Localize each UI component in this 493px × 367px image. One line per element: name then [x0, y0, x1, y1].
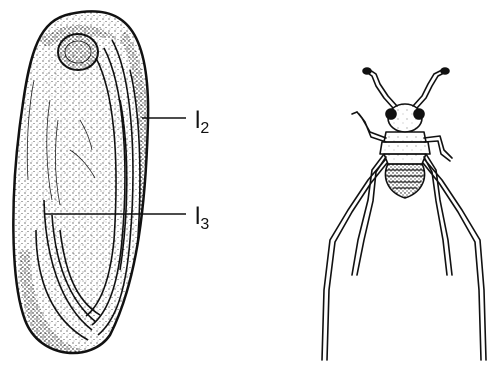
antennae: [363, 68, 449, 108]
thorax: [380, 132, 430, 164]
eye-spot: [58, 34, 98, 70]
insect-nymph-illustration: [322, 68, 486, 360]
abdomen: [385, 164, 424, 198]
egg-embryo-illustration: [13, 11, 150, 360]
head: [386, 104, 424, 132]
label-lower: l3: [195, 203, 209, 233]
label-upper: l2: [195, 107, 209, 137]
